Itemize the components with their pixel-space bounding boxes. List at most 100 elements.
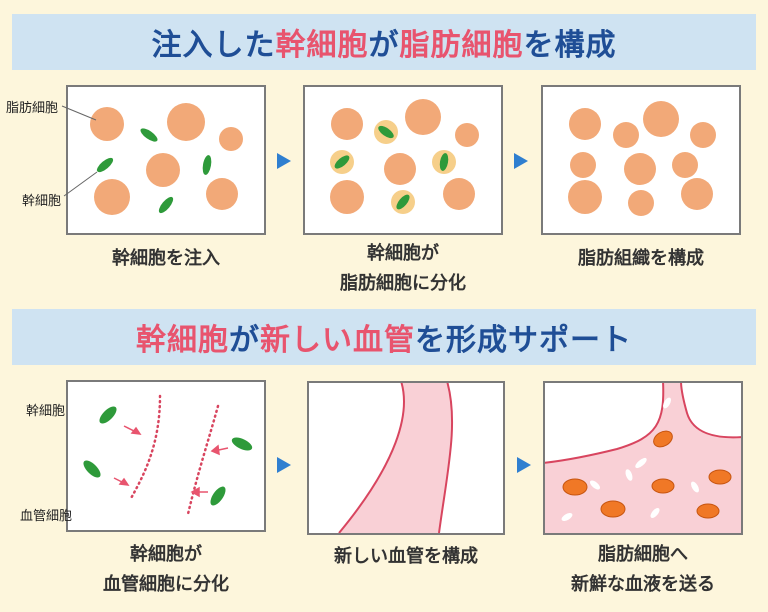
- fat-cell: [384, 153, 416, 185]
- caption-line: 脂肪細胞に分化: [340, 273, 466, 294]
- migration-arrow-head: [118, 477, 130, 486]
- caption-line: 脂肪細胞へ: [598, 544, 688, 565]
- fat-cell: [690, 122, 716, 148]
- stem-cell: [99, 406, 117, 424]
- stem-cell: [396, 194, 410, 210]
- white-blood-cell: [691, 481, 699, 493]
- panel-illustration: [568, 101, 716, 216]
- caption-line: 新鮮な血液を送る: [571, 574, 715, 595]
- title-highlight: 新しい血管: [260, 323, 415, 358]
- red-blood-cell: [562, 478, 588, 496]
- fat-cell: [643, 101, 679, 137]
- migration-arrow-head: [130, 426, 142, 435]
- stem-cell: [140, 128, 158, 142]
- red-blood-cell: [696, 503, 720, 519]
- white-blood-cell: [650, 508, 660, 518]
- title-part: 注入した: [151, 28, 276, 63]
- caption-line: 幹細胞を注入: [112, 248, 220, 269]
- label-stem-cell: 幹細胞: [26, 404, 66, 419]
- arrow-right-icon: [277, 153, 291, 169]
- caption-line: 血管細胞に分化: [103, 574, 229, 595]
- stem-cell: [334, 155, 350, 169]
- red-blood-cell: [600, 500, 626, 518]
- red-blood-cell: [708, 469, 732, 485]
- fat-cell: [681, 178, 713, 210]
- migration-arrow-head: [210, 444, 220, 456]
- fat-cell: [569, 108, 601, 140]
- caption-blood-supply: 脂肪細胞へ 新鮮な血液を送る: [543, 540, 743, 600]
- white-blood-cell: [561, 513, 573, 521]
- label-vascular-cell: 血管細胞: [20, 509, 73, 524]
- white-blood-cell: [663, 397, 671, 409]
- panel-stem-differentiation: [303, 85, 503, 235]
- section1-title: 注入した 幹細胞 が 脂肪細胞 を構成: [12, 14, 756, 70]
- caption-adipose-tissue: 脂肪組織を構成: [541, 244, 741, 274]
- white-blood-cell: [625, 469, 633, 481]
- vascular-cell-line: [186, 404, 220, 516]
- vessel-wall: [438, 383, 454, 533]
- stem-cell: [202, 155, 212, 175]
- title-part: が: [368, 28, 400, 63]
- stem-cell: [96, 157, 114, 173]
- arrow-right-icon: [517, 457, 531, 473]
- title-highlight: 脂肪細胞: [399, 28, 524, 63]
- title-highlight: 幹細胞: [275, 28, 369, 63]
- red-blood-cell: [653, 430, 673, 448]
- caption-line: 幹細胞が: [130, 544, 202, 565]
- stem-cell: [158, 196, 174, 214]
- stem-cell: [378, 125, 394, 139]
- panel-blood-supply: [543, 381, 743, 535]
- panel-illustration: [545, 383, 741, 533]
- blood-vessel: [545, 383, 741, 533]
- fat-cell: [568, 180, 602, 214]
- vessel-wall: [338, 383, 405, 533]
- fat-cell: [219, 127, 243, 151]
- panel-vascular-differentiation: [66, 380, 266, 532]
- fat-cell: [455, 123, 479, 147]
- label-stem-cell: 幹細胞: [22, 194, 62, 209]
- panel-new-vessel: [307, 381, 505, 535]
- panel-illustration: [338, 383, 454, 533]
- stem-cell: [439, 153, 449, 171]
- fat-cell: [405, 99, 441, 135]
- fat-cell: [613, 122, 639, 148]
- caption-vascular-differentiation: 幹細胞が 血管細胞に分化: [66, 540, 266, 600]
- title-part: を構成: [523, 28, 617, 63]
- arrow-right-icon: [514, 153, 528, 169]
- migration-arrow-head: [190, 486, 200, 498]
- title-part: が: [229, 323, 260, 358]
- stem-cell: [210, 486, 226, 506]
- panel-adipose-tissue: [541, 85, 741, 235]
- stem-cell: [231, 437, 253, 451]
- fat-cell: [94, 179, 130, 215]
- white-blood-cell: [635, 457, 647, 469]
- fat-cell: [628, 190, 654, 216]
- caption-stem-differentiation: 幹細胞が 脂肪細胞に分化: [303, 239, 503, 299]
- vessel-wall: [545, 383, 665, 464]
- fat-cell: [146, 153, 180, 187]
- red-blood-cell: [651, 478, 675, 494]
- fat-cell: [206, 178, 238, 210]
- panel-illustration: [90, 103, 243, 215]
- panel-illustration: [330, 99, 479, 214]
- fat-cell: [570, 152, 596, 178]
- fat-cell: [90, 107, 124, 141]
- panel-stem-injection: [66, 85, 266, 235]
- caption-new-vessel: 新しい血管を構成: [306, 542, 506, 572]
- stem-cell: [83, 460, 101, 478]
- label-fat-cell: 脂肪細胞: [6, 101, 59, 116]
- caption-line: 脂肪組織を構成: [578, 248, 704, 269]
- arrow-right-icon: [277, 457, 291, 473]
- fat-cell: [443, 178, 475, 210]
- fat-cell: [624, 153, 656, 185]
- caption-line: 幹細胞が: [367, 243, 439, 264]
- title-part: を形成サポート: [415, 323, 632, 358]
- fat-cell: [167, 103, 205, 141]
- vascular-cell-line: [128, 394, 162, 502]
- caption-stem-injection: 幹細胞を注入: [66, 244, 266, 274]
- vessel-wall: [680, 383, 741, 439]
- section2-title: 幹細胞 が 新しい血管 を形成サポート: [12, 309, 756, 365]
- white-blood-cell: [590, 480, 600, 490]
- panel-illustration: [83, 394, 253, 516]
- fat-cell: [330, 180, 364, 214]
